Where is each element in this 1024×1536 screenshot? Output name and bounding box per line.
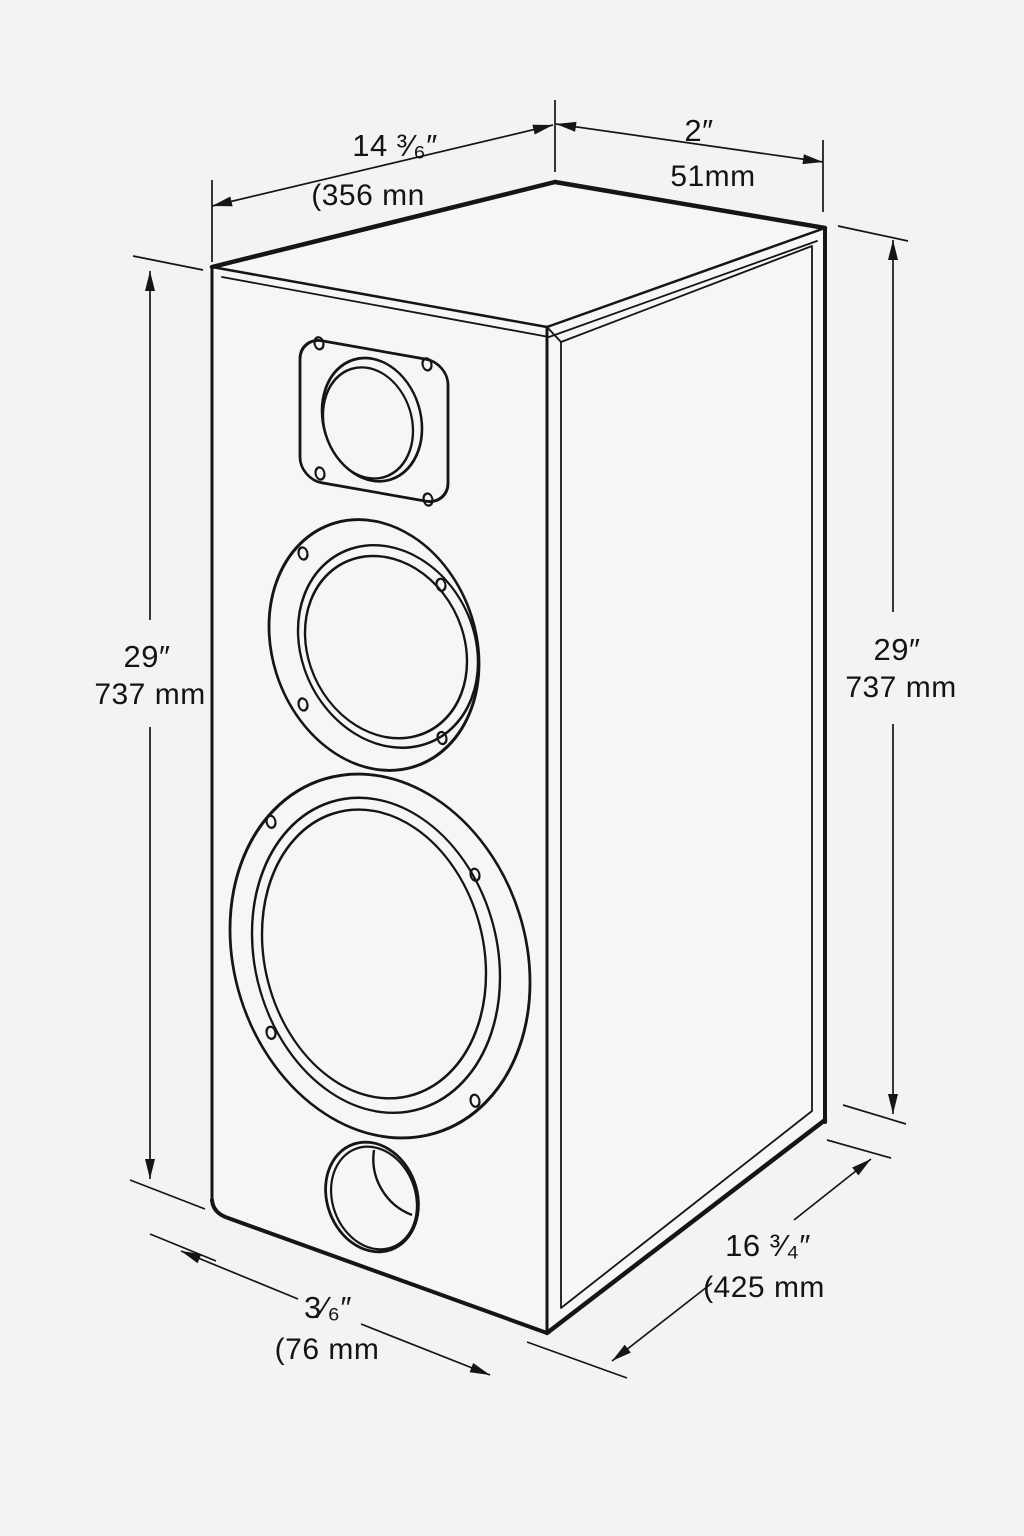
dimension-line bbox=[211, 124, 554, 207]
midrange-screw-hole bbox=[436, 730, 448, 746]
midrange-screw-hole bbox=[297, 546, 309, 561]
midrange-surround-outer bbox=[296, 543, 480, 749]
extension-line bbox=[526, 1341, 628, 1379]
edge-top-front-right bbox=[545, 226, 827, 329]
extension-line bbox=[149, 1233, 217, 1262]
port-outer-rim bbox=[324, 1140, 420, 1254]
label-side-depth-inches: 16 ³⁄₄″ bbox=[725, 1228, 811, 1263]
woofer-screw-hole bbox=[265, 814, 277, 829]
dimension-top-width bbox=[211, 100, 556, 262]
dimension-line bbox=[360, 1323, 491, 1376]
woofer-screw-hole bbox=[469, 867, 481, 882]
extension-line bbox=[826, 1139, 892, 1159]
edge-top-front-left bbox=[210, 265, 549, 329]
tweeter-screw-hole bbox=[314, 466, 326, 481]
edge-top-back-right bbox=[552, 179, 828, 231]
woofer bbox=[228, 772, 532, 1140]
woofer-screw-hole bbox=[469, 1093, 481, 1108]
woofer-surround-inner bbox=[260, 808, 488, 1100]
port-tube-edge bbox=[372, 1149, 413, 1217]
dimension-side-depth bbox=[526, 1139, 892, 1379]
label-front-bottom-inches: 3⁄₆″ bbox=[304, 1290, 352, 1325]
corner-bevel bbox=[546, 326, 562, 343]
label-front-bottom-mm: (76 mm bbox=[275, 1333, 380, 1366]
midrange-driver bbox=[267, 518, 481, 772]
cabinet-top-face bbox=[212, 182, 825, 327]
label-right-height-inches: 29″ bbox=[874, 632, 921, 667]
tweeter-screw-hole bbox=[313, 336, 325, 351]
label-side-depth-mm: (425 mm bbox=[703, 1271, 825, 1304]
extension-line bbox=[837, 225, 909, 242]
bass-port bbox=[324, 1140, 420, 1254]
extension-line bbox=[842, 1104, 907, 1125]
tweeter-dome bbox=[321, 366, 415, 480]
speaker-cabinet bbox=[209, 179, 828, 1336]
tweeter bbox=[298, 336, 450, 507]
side-panel-inner-border bbox=[560, 245, 813, 1309]
label-left-height-mm: 737 mm bbox=[94, 678, 205, 711]
extension-line bbox=[129, 1179, 206, 1210]
dimension-top-depth bbox=[555, 121, 824, 212]
edge-front-bottom bbox=[210, 1198, 549, 1335]
label-right-height-mm: 737 mm bbox=[845, 671, 956, 704]
dimension-line bbox=[611, 1282, 713, 1362]
midrange-screw-hole bbox=[297, 697, 309, 712]
extension-line bbox=[132, 255, 204, 271]
midrange-screw-hole bbox=[435, 577, 447, 592]
label-top-depth-mm: 51mm bbox=[670, 160, 755, 193]
tweeter-screw-hole bbox=[422, 492, 434, 507]
woofer-flange bbox=[228, 772, 532, 1140]
dimension-line bbox=[180, 1250, 299, 1300]
woofer-screw-hole bbox=[265, 1025, 277, 1040]
cabinet-side-face bbox=[547, 228, 825, 1333]
label-top-width-mm: (356 mn bbox=[311, 179, 425, 212]
woofer-surround-outer bbox=[250, 796, 502, 1115]
label-top-depth-inches: 2″ bbox=[684, 113, 713, 148]
dimension-front-bottom bbox=[149, 1233, 491, 1376]
edge-side-bottom bbox=[544, 1117, 828, 1336]
dimension-right-height bbox=[837, 225, 909, 1125]
tweeter-screw-hole bbox=[421, 357, 433, 372]
label-top-width-inches: 14 ³⁄₆″ bbox=[352, 128, 438, 163]
dimension-left-height bbox=[129, 255, 206, 1210]
midrange-surround-inner bbox=[303, 554, 469, 740]
dimension-line bbox=[793, 1158, 872, 1221]
label-left-height-inches: 29″ bbox=[124, 639, 171, 674]
port-inner-rim bbox=[329, 1145, 419, 1251]
top-bevel-line bbox=[221, 240, 818, 338]
tweeter-faceplate bbox=[298, 339, 450, 503]
dimension-line bbox=[555, 121, 824, 165]
